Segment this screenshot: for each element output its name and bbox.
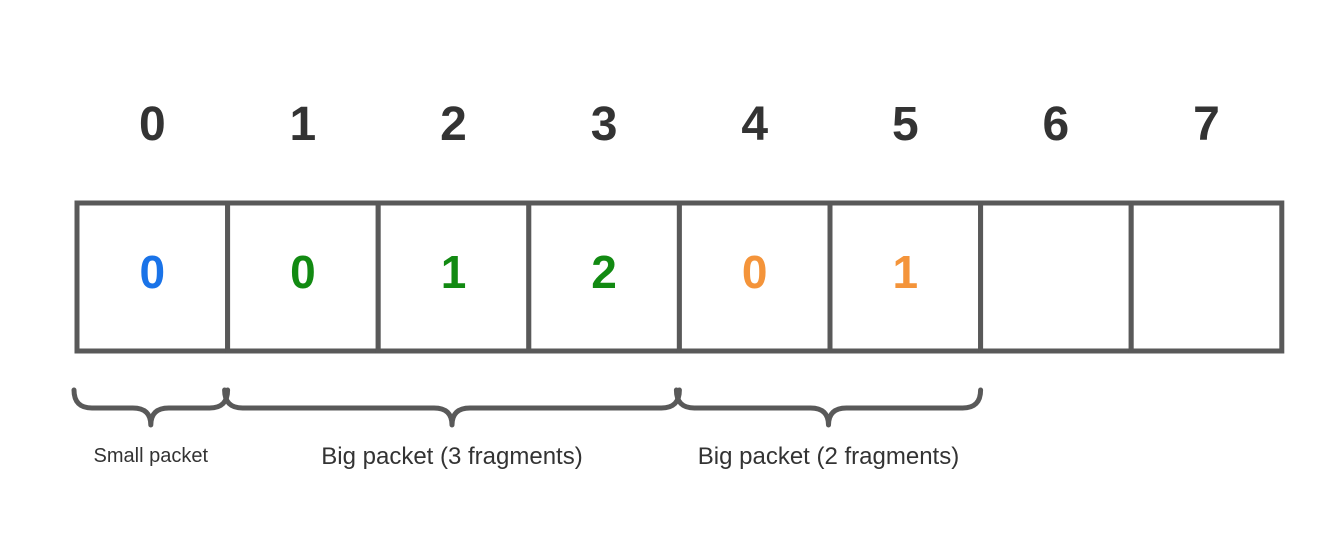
- buffer-cell: [676, 200, 833, 354]
- buffer-cell: [375, 200, 532, 354]
- slot-index-label: 4: [741, 98, 768, 151]
- slot-index-label: 5: [892, 98, 919, 151]
- slot-index-label: 7: [1193, 98, 1220, 151]
- slot-index-label: 1: [290, 98, 317, 151]
- fragment-index-value: 0: [290, 246, 316, 298]
- slot-index-label: 2: [440, 98, 467, 151]
- buffer-cells: 0 0 1 2 0 1: [74, 200, 1285, 354]
- packet-group-label: Big packet (2 fragments): [698, 443, 959, 470]
- slot-index-row: 0 1 2 3 4 5 6 7: [139, 98, 1220, 151]
- buffer-cell: [978, 200, 1134, 354]
- packet-groups: Small packet Big packet (3 fragments) Big …: [71, 387, 984, 470]
- buffer-cell: [225, 200, 381, 354]
- buffer-cell: [827, 200, 984, 354]
- fragment-index-value: 0: [140, 246, 166, 298]
- fragment-index-value: 0: [742, 246, 768, 298]
- slot-index-label: 3: [591, 98, 618, 151]
- packet-group-brace: [71, 387, 231, 428]
- packet-group-brace: [673, 387, 984, 428]
- fragment-index-value: 1: [441, 246, 467, 298]
- fragment-index-value: 2: [591, 246, 617, 298]
- slot-index-label: 0: [139, 98, 166, 151]
- packet-group-label: Small packet: [94, 445, 209, 467]
- slot-index-label: 6: [1043, 98, 1070, 151]
- fragment-index-value: 1: [893, 246, 919, 298]
- buffer-cell: [74, 200, 231, 354]
- packet-group-brace: [222, 387, 682, 428]
- packet-group-label: Big packet (3 fragments): [321, 443, 582, 470]
- buffer-cell: [1128, 200, 1285, 354]
